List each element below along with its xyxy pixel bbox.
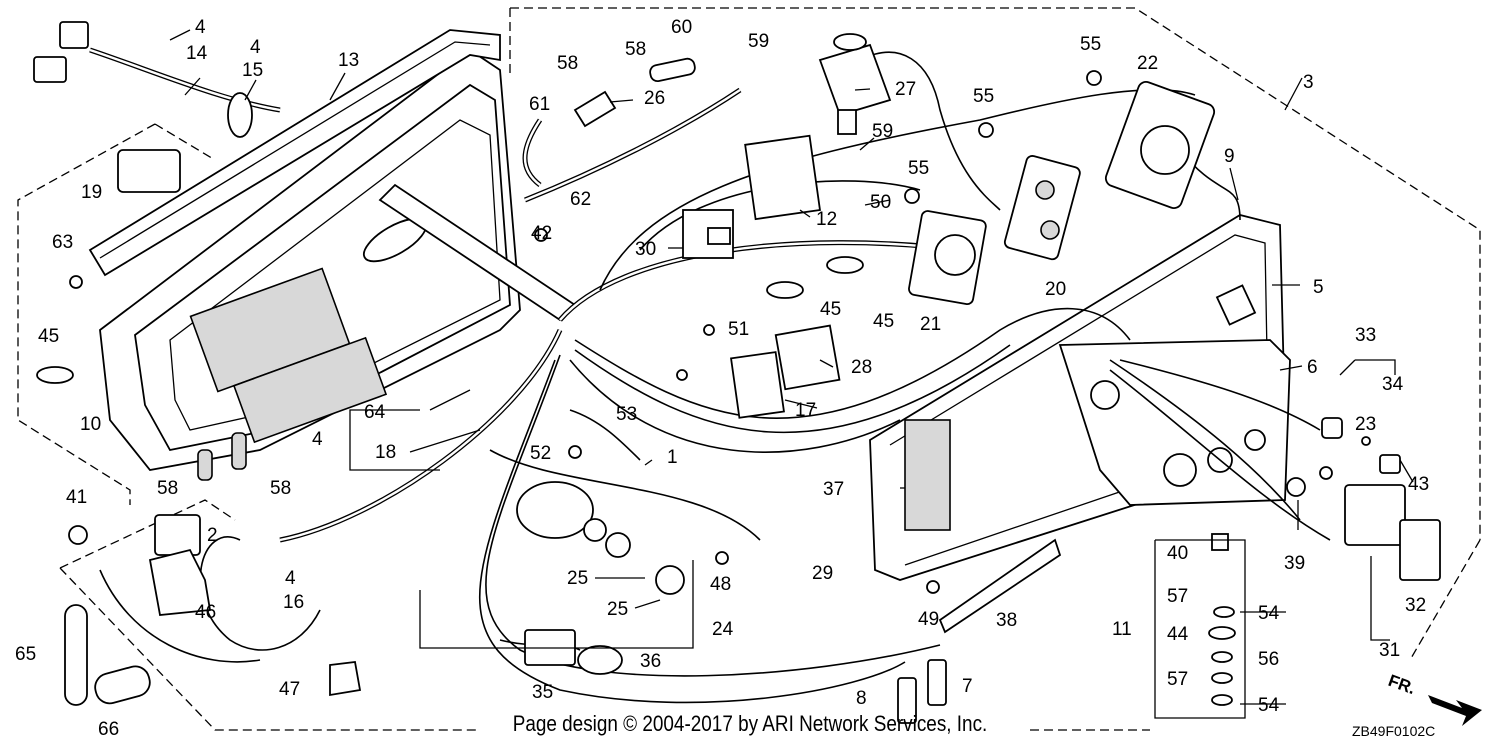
callout-31: 31 xyxy=(1379,640,1400,661)
callout-59: 59 xyxy=(748,31,769,52)
callout-15: 15 xyxy=(242,60,263,81)
callout-4: 4 xyxy=(285,568,296,589)
callout-27: 27 xyxy=(895,79,916,100)
callout-64: 64 xyxy=(364,402,386,423)
callout-labels: 1 2 3 4 4 4 4 4 5 6 7 8 9 10 11 12 13 14… xyxy=(15,17,1429,740)
callout-49: 49 xyxy=(918,609,939,630)
callout-58: 58 xyxy=(157,478,178,499)
callout-3: 3 xyxy=(1303,72,1314,93)
callout-26: 26 xyxy=(644,88,665,109)
callout-24: 24 xyxy=(712,619,734,640)
callout-41: 41 xyxy=(66,487,87,508)
callout-4: 4 xyxy=(250,37,261,58)
callout-4: 4 xyxy=(312,429,323,450)
callout-14: 14 xyxy=(186,43,208,64)
callout-66: 66 xyxy=(98,719,119,740)
callout-4: 4 xyxy=(195,17,206,38)
callout-28: 28 xyxy=(851,357,872,378)
callout-45: 45 xyxy=(873,311,894,332)
callout-59: 59 xyxy=(872,121,893,142)
callout-65: 65 xyxy=(15,644,36,665)
callout-22: 22 xyxy=(1137,53,1158,74)
callout-50: 50 xyxy=(870,192,891,213)
callout-34: 34 xyxy=(1382,374,1404,395)
callout-62: 62 xyxy=(570,189,591,210)
callout-54: 54 xyxy=(1258,603,1280,624)
callout-61: 61 xyxy=(529,94,550,115)
front-direction-arrow xyxy=(1428,695,1482,726)
callout-56: 56 xyxy=(1258,649,1279,670)
callout-18: 18 xyxy=(375,442,396,463)
assembly-boundary xyxy=(17,7,1481,731)
callout-63: 63 xyxy=(52,232,73,253)
callout-17: 17 xyxy=(795,400,816,421)
leader-lines xyxy=(169,29,1414,719)
callout-23: 23 xyxy=(1355,414,1376,435)
callout-21: 21 xyxy=(920,314,941,335)
callout-38: 38 xyxy=(996,610,1017,631)
callout-42: 42 xyxy=(531,223,552,244)
callout-46: 46 xyxy=(195,602,216,623)
callout-55: 55 xyxy=(1080,34,1101,55)
callout-20: 20 xyxy=(1045,279,1066,300)
callout-48: 48 xyxy=(710,574,731,595)
callout-45: 45 xyxy=(38,326,59,347)
callout-5: 5 xyxy=(1313,277,1324,298)
callout-11: 11 xyxy=(1112,619,1132,640)
callout-44: 44 xyxy=(1167,624,1189,645)
callout-52: 52 xyxy=(530,443,551,464)
callout-35: 35 xyxy=(532,682,553,703)
copyright-footer: Page design © 2004-2017 by ARI Network S… xyxy=(512,711,988,736)
control-box-part xyxy=(99,48,577,471)
callout-12: 12 xyxy=(816,209,837,230)
callout-37: 37 xyxy=(823,479,844,500)
callout-58: 58 xyxy=(270,478,291,499)
drawing-code: ZB49F0102C xyxy=(1352,723,1436,739)
callout-25: 25 xyxy=(607,599,628,620)
callout-43: 43 xyxy=(1408,474,1429,495)
callout-47: 47 xyxy=(279,679,300,700)
callout-1: 1 xyxy=(667,447,678,468)
callout-2: 2 xyxy=(207,525,218,546)
gasket-part xyxy=(88,29,501,277)
callout-60: 60 xyxy=(671,17,692,38)
callout-30: 30 xyxy=(635,239,656,260)
callout-58: 58 xyxy=(625,39,646,60)
callout-57: 57 xyxy=(1167,669,1188,690)
callout-25: 25 xyxy=(567,568,588,589)
callout-39: 39 xyxy=(1284,553,1305,574)
callout-53: 53 xyxy=(616,404,637,425)
callout-33: 33 xyxy=(1355,325,1376,346)
callout-7: 7 xyxy=(962,676,973,697)
callout-9: 9 xyxy=(1224,146,1235,167)
callout-40: 40 xyxy=(1167,543,1188,564)
callout-13: 13 xyxy=(338,50,359,71)
callout-55: 55 xyxy=(973,86,994,107)
callout-6: 6 xyxy=(1307,357,1318,378)
callout-57: 57 xyxy=(1167,586,1188,607)
callout-55: 55 xyxy=(908,158,929,179)
callout-19: 19 xyxy=(81,182,102,203)
callout-10: 10 xyxy=(80,414,101,435)
callout-51: 51 xyxy=(728,319,749,340)
callout-58: 58 xyxy=(557,53,578,74)
callout-32: 32 xyxy=(1405,595,1426,616)
callout-16: 16 xyxy=(283,592,304,613)
callout-29: 29 xyxy=(812,563,833,584)
callout-54: 54 xyxy=(1258,695,1280,716)
callout-36: 36 xyxy=(640,651,661,672)
callout-45: 45 xyxy=(820,299,841,320)
callout-8: 8 xyxy=(856,688,867,709)
components-part xyxy=(33,21,1441,724)
